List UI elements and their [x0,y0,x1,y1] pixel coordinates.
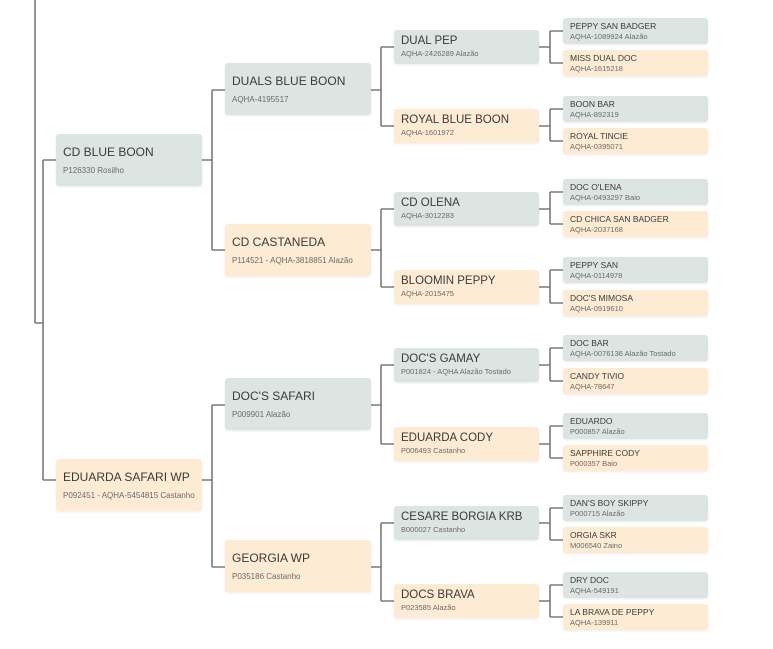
horse-card-sss[interactable]: DUAL PEP AQHA-2426289 Alazão [394,30,539,64]
horse-registration: B000027 Castanho [401,525,466,534]
horse-card-sire-sire[interactable]: DUALS BLUE BOON AQHA-4195517 [225,63,371,115]
horse-registration: AQHA-2037168 [570,225,623,234]
horse-name: MISS DUAL DOC [570,53,637,63]
horse-registration: P023585 Alazão [401,603,456,612]
horse-registration: P035186 Castanho [232,572,301,581]
horse-registration: AQHA-0395071 [570,142,623,151]
horse-name: ROYAL TINCIE [570,131,628,141]
horse-name: DOC'S MIMOSA [570,293,634,303]
horse-name: PEPPY SAN BADGER [570,21,657,31]
horse-registration: AQHA-549191 [570,586,619,595]
horse-name: DOC'S SAFARI [232,389,315,403]
horse-card-dds[interactable]: CESARE BORGIA KRB B000027 Castanho [394,506,539,540]
horse-name: EDUARDA CODY [401,432,494,444]
horse-name: CD OLENA [401,197,460,209]
horse-card-ssss[interactable]: PEPPY SAN BADGER AQHA-1089924 Alazão [563,18,708,44]
horse-registration: AQHA-892319 [570,110,619,119]
horse-card-dsds[interactable]: EDUARDO P000857 Alazão [563,413,708,439]
horse-name: DOCS BRAVA [401,589,475,601]
horse-registration: AQHA-4195517 [232,95,289,104]
horse-registration: P000857 Alazão [570,427,625,436]
horse-card-sds[interactable]: CD OLENA AQHA-3012283 [394,192,539,226]
horse-name: DOC BAR [570,338,609,348]
horse-card-dam-sire[interactable]: DOC'S SAFARI P009901 Alazão [225,378,371,430]
horse-card-dddd[interactable]: LA BRAVA DE PEPPY AQHA-139911 [563,604,708,630]
horse-card-ssds[interactable]: BOON BAR AQHA-892319 [563,96,708,122]
horse-card-sddd[interactable]: DOC'S MIMOSA AQHA-0919610 [563,290,708,316]
horse-registration: AQHA-2426289 Alazão [401,49,479,58]
horse-name: DAN'S BOY SKIPPY [570,498,649,508]
horse-card-dss[interactable]: DOC'S GAMAY P001824 - AQHA Alazão Tostad… [394,348,539,382]
horse-card-sssd[interactable]: MISS DUAL DOC AQHA-1615218 [563,50,708,76]
horse-card-dsdd[interactable]: SAPPHIRE CODY P000357 Baio [563,445,708,471]
horse-card-ddss[interactable]: DAN'S BOY SKIPPY P000715 Alazão [563,495,708,521]
horse-card-dssd[interactable]: CANDY TIVIO AQHA-78647 [563,368,708,394]
horse-card-dsd[interactable]: EDUARDA CODY P006493 Castanho [394,427,539,461]
horse-registration: AQHA-2015475 [401,289,454,298]
horse-registration: AQHA-1089924 Alazão [570,32,648,41]
horse-name: CD CASTANEDA [232,235,326,249]
horse-name: LA BRAVA DE PEPPY [570,607,655,617]
horse-card-dam-dam[interactable]: GEORGIA WP P035186 Castanho [225,540,371,592]
horse-name: CANDY TIVIO [570,371,625,381]
horse-registration: AQHA-0114978 [570,271,623,280]
horse-registration: AQHA-0076136 Alazão Tostado [570,349,676,358]
horse-registration: P001824 - AQHA Alazão Tostado [401,367,511,376]
horse-name: DOC O'LENA [570,182,622,192]
horse-card-sire-dam[interactable]: CD CASTANEDA P114521 - AQHA-3818851 Alaz… [225,224,371,276]
horse-registration: P092451 - AQHA-5454815 Castanho [63,491,195,500]
horse-registration: AQHA-1615218 [570,64,623,73]
horse-card-ddds[interactable]: DRY DOC AQHA-549191 [563,572,708,598]
horse-registration: P126330 Rosilho [63,166,124,175]
horse-name: GEORGIA WP [232,551,311,565]
horse-card-ddsd[interactable]: ORGIA SKR M006540 Zaino [563,527,708,553]
horse-registration: AQHA-78647 [570,382,615,391]
horse-name: SAPPHIRE CODY [570,448,640,458]
horse-name: ROYAL BLUE BOON [401,114,510,126]
horse-card-sire[interactable]: CD BLUE BOON P126330 Rosilho [56,134,202,186]
horse-card-sdds[interactable]: PEPPY SAN AQHA-0114978 [563,257,708,283]
horse-registration: AQHA-0493297 Baio [570,193,641,202]
horse-registration: AQHA-0919610 [570,304,623,313]
horse-card-ssdd[interactable]: ROYAL TINCIE AQHA-0395071 [563,128,708,154]
horse-registration: P000357 Baio [570,459,618,468]
horse-card-ddd[interactable]: DOCS BRAVA P023585 Alazão [394,584,539,618]
horse-registration: AQHA-3012283 [401,211,454,220]
horse-registration: P009901 Alazão [232,410,291,419]
horse-name: EDUARDA SAFARI WP [63,470,190,484]
horse-registration: M006540 Zaino [570,541,623,550]
horse-name: CESARE BORGIA KRB [401,511,523,523]
horse-name: DUAL PEP [401,35,458,47]
horse-name: DUALS BLUE BOON [232,74,346,88]
horse-name: DRY DOC [570,575,609,585]
horse-registration: P114521 - AQHA-3818851 Alazão [232,256,353,265]
horse-name: DOC'S GAMAY [401,353,481,365]
horse-name: CD CHICA SAN BADGER [570,214,669,224]
horse-card-sdss[interactable]: DOC O'LENA AQHA-0493297 Baio [563,179,708,205]
horse-card-ssd[interactable]: ROYAL BLUE BOON AQHA-1601972 [394,109,539,143]
horse-name: PEPPY SAN [570,260,619,270]
horse-card-dsss[interactable]: DOC BAR AQHA-0076136 Alazão Tostado [563,335,708,361]
horse-registration: P006493 Castanho [401,446,466,455]
horse-name: BOON BAR [570,99,615,109]
horse-name: EDUARDO [570,416,613,426]
horse-registration: AQHA-1601972 [401,128,454,137]
horse-registration: P000715 Alazão [570,509,625,518]
horse-name: CD BLUE BOON [63,145,154,159]
horse-card-dam[interactable]: EDUARDA SAFARI WP P092451 - AQHA-5454815… [56,459,202,511]
horse-name: BLOOMIN PEPPY [401,275,496,287]
horse-card-sdsd[interactable]: CD CHICA SAN BADGER AQHA-2037168 [563,211,708,237]
horse-card-sdd[interactable]: BLOOMIN PEPPY AQHA-2015475 [394,270,539,304]
horse-registration: AQHA-139911 [570,618,619,627]
horse-name: ORGIA SKR [570,530,617,540]
